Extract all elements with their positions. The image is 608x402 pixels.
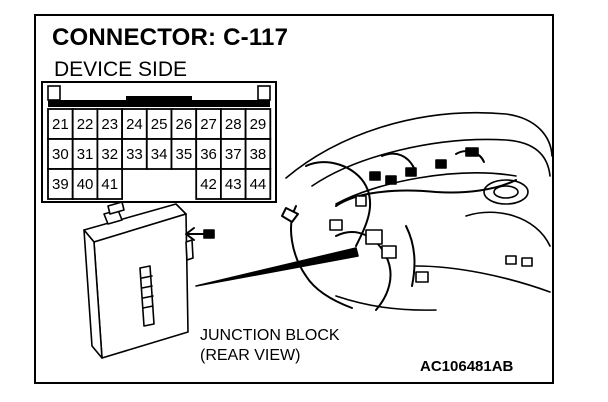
connector-tab-left [47,85,61,101]
pin-label: 31 [77,146,94,163]
leader-beam [195,247,359,287]
pin-grid: 21 22 23 24 25 26 27 28 29 30 31 32 33 34 35 36 37 38 39 40… [47,108,272,200]
dashboard-outline [285,111,552,311]
pin-label: 36 [200,146,217,163]
pointer-arrow [185,227,207,241]
connector-latch-bar [48,100,270,107]
pin-label: 25 [151,116,168,133]
pin-cell [219,108,247,140]
connector-tab-right [257,85,271,101]
pin-label: 34 [151,146,168,163]
pin-label: 38 [250,146,267,163]
pin-label: 33 [126,146,143,163]
connector-face: 21 22 23 24 25 26 27 28 29 30 31 32 33 34 35 36 37 38 39 40… [41,81,277,203]
pin-label: 41 [101,176,118,193]
caption-line-1: JUNCTION BLOCK [200,327,340,344]
pin-cell [71,168,99,200]
pin-label: 37 [225,146,242,163]
pin-label: 27 [200,116,217,133]
pin-label: 44 [250,176,267,193]
pin-cell [244,168,272,200]
pin-label: 35 [176,146,193,163]
junction-block-body [83,201,194,359]
pin-cell [170,138,198,170]
pin-cell [219,168,247,200]
pin-label: 40 [77,176,94,193]
wire-harness [281,150,517,311]
pin-label: 32 [101,146,118,163]
pin-cell [195,108,222,140]
pin-cell [47,168,74,200]
connector-side-label: DEVICE SIDE [54,58,188,81]
pin-cell [96,168,124,200]
pin-cell [170,108,198,140]
caption-line-2: (REAR VIEW) [200,347,301,364]
pin-cell [71,108,99,140]
pin-label: 24 [126,116,143,133]
connector-housing [41,81,277,203]
connector-title: CONNECTOR: C-117 [52,24,289,51]
pin-label: 28 [225,116,242,133]
pin-label: 22 [77,116,94,133]
pin-label: 42 [200,176,217,193]
pin-cell [47,138,74,170]
pin-label: 30 [52,146,69,163]
dashboard-connectors [329,147,533,283]
junction-block-illustration [83,111,552,359]
pin-label: 39 [52,176,69,193]
junction-block-caption: JUNCTION BLOCK (REAR VIEW) [200,326,340,366]
pin-cell [121,138,148,170]
pin-label: 29 [250,116,267,133]
figure-code: AC106481AB [420,358,514,375]
pin-label: 26 [176,116,193,133]
pin-label: 43 [225,176,242,193]
pin-label: 23 [101,116,118,133]
pin-label: 21 [52,116,69,133]
connector-key-notch [126,96,192,102]
